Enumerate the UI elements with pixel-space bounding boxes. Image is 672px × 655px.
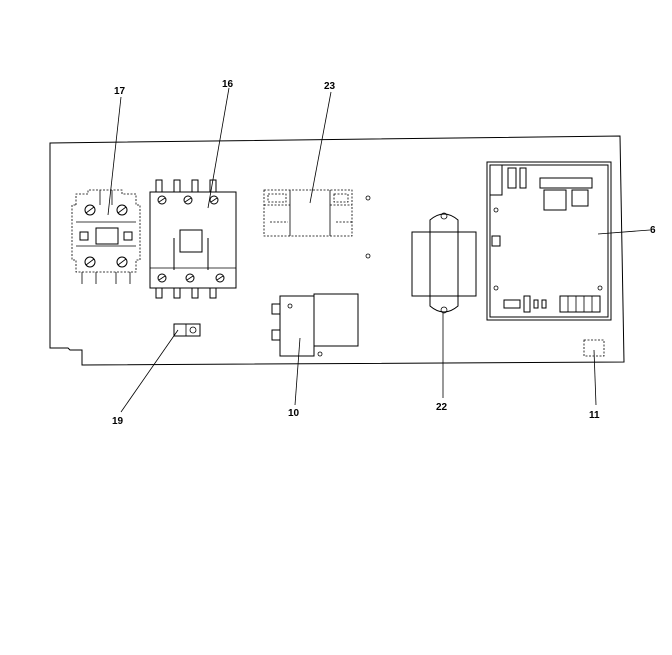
contactor-16 bbox=[149, 179, 237, 299]
contactor-17 bbox=[71, 189, 141, 284]
callout-23: 23 bbox=[324, 81, 336, 92]
terminal-19 bbox=[173, 323, 201, 337]
relay-10 bbox=[271, 293, 359, 357]
callout-10: 10 bbox=[288, 408, 300, 419]
relay-23 bbox=[263, 189, 371, 259]
callout-17: 17 bbox=[114, 86, 126, 97]
leader-lines bbox=[107, 87, 651, 413]
callout-16: 16 bbox=[222, 79, 234, 90]
callout-11: 11 bbox=[589, 410, 600, 421]
transformer-22 bbox=[411, 212, 477, 314]
callout-19: 19 bbox=[112, 416, 124, 427]
control-board-6 bbox=[486, 161, 612, 321]
callout-22: 22 bbox=[436, 402, 448, 413]
callout-6: 6 bbox=[650, 225, 656, 236]
control-panel-board bbox=[49, 135, 625, 366]
